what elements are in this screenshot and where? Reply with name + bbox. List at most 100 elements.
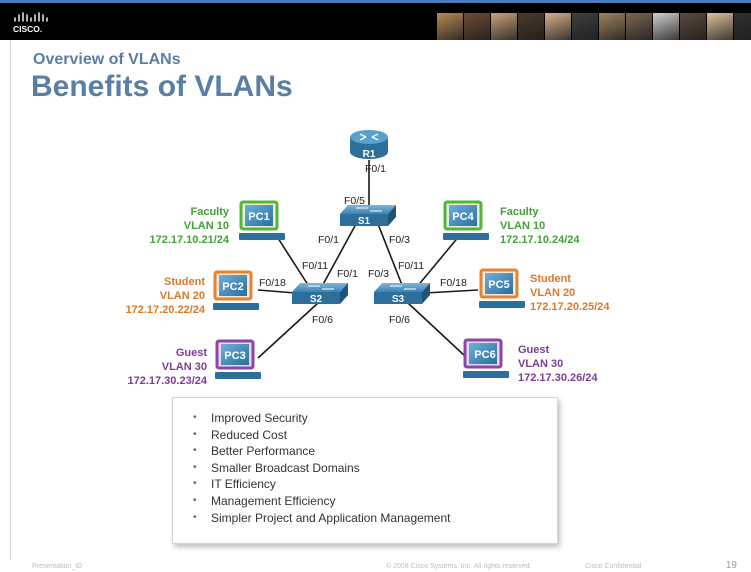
link-pc3-s2 xyxy=(257,302,319,359)
host-role: Student xyxy=(530,273,571,285)
host-ip: 172.17.30.23/24 xyxy=(127,375,207,387)
bullet-icon: • xyxy=(193,478,197,490)
header-photo xyxy=(626,13,652,40)
footer-confidential: Cisco Confidential xyxy=(585,563,642,570)
host-ip: 172.17.20.25/24 xyxy=(530,301,610,313)
benefit-item: •Reduced Cost xyxy=(193,427,557,444)
port-label-s2-up: F0/11 xyxy=(302,260,329,272)
benefit-item: • Smaller Broadcast Domains xyxy=(193,460,557,477)
port-label-s3-s1: F0/3 xyxy=(368,268,390,280)
host-ip: 172.17.30.26/24 xyxy=(518,372,598,384)
header-photo xyxy=(734,13,751,40)
host-ip: 172.17.10.21/24 xyxy=(149,234,229,246)
pc2[interactable]: PC2 xyxy=(213,270,259,310)
header-photo xyxy=(437,13,463,40)
router-label: R1 xyxy=(363,149,376,160)
host-role: Guest xyxy=(175,347,207,359)
switch-s3[interactable]: S3 xyxy=(374,283,430,305)
benefit-item: •Improved Security xyxy=(193,410,557,427)
benefit-text: Improved Security xyxy=(211,411,308,425)
link-pc4-s3 xyxy=(415,234,461,289)
benefit-text: Reduced Cost xyxy=(211,427,288,442)
link-pc6-s3 xyxy=(407,302,467,358)
bullet-icon: • xyxy=(193,461,197,473)
host-vlan: VLAN 10 xyxy=(183,220,229,232)
link-pc5-s3 xyxy=(424,289,479,294)
pc4-host-info: Faculty VLAN 10 172.17.10.24/24 xyxy=(500,205,580,247)
switch-label: S2 xyxy=(310,294,323,305)
port-label-s3-pc5: F0/18 xyxy=(440,277,467,289)
link-pc1-s2 xyxy=(275,234,311,289)
pc1-host-info: Faculty VLAN 10 172.17.10.21/24 xyxy=(149,205,229,247)
top-accent-line xyxy=(0,0,751,3)
pc-label: PC2 xyxy=(222,281,243,293)
benefit-item: •Simpler Project and Application Managem… xyxy=(193,510,557,527)
header-photo xyxy=(707,13,733,40)
header-photo xyxy=(545,13,571,40)
header-photo xyxy=(464,13,490,40)
router-r1[interactable]: R1 xyxy=(350,130,388,160)
host-vlan: VLAN 20 xyxy=(159,290,205,302)
pc-label: PC5 xyxy=(488,279,509,291)
benefit-item: • IT Efficiency xyxy=(193,476,557,493)
switch-arrows-icon xyxy=(356,207,382,212)
host-ip: 172.17.20.22/24 xyxy=(125,304,205,316)
port-label-s1-right: F0/3 xyxy=(389,234,411,246)
switch-s2[interactable]: S2 xyxy=(292,283,348,305)
header-photo xyxy=(518,13,544,40)
switch-s1[interactable]: S1 xyxy=(340,205,396,227)
pc2-host-info: Student VLAN 20 172.17.20.22/24 xyxy=(125,275,205,317)
header-photo xyxy=(653,13,679,40)
switch-arrows-icon xyxy=(308,285,334,290)
bullet-icon: • xyxy=(193,445,197,457)
header-photo xyxy=(680,13,706,40)
pc1[interactable]: PC1 xyxy=(239,200,285,240)
router-arrows-icon xyxy=(359,133,379,141)
pc5[interactable]: PC5 xyxy=(479,268,525,308)
benefit-text: IT Efficiency xyxy=(211,477,276,492)
benefits-box: •Improved Security •Reduced Cost •Better… xyxy=(172,397,558,544)
pc3-host-info: Guest VLAN 30 172.17.30.23/24 xyxy=(127,346,207,388)
pc-label: PC1 xyxy=(248,211,269,223)
pc5-host-info: Student VLAN 20 172.17.20.25/24 xyxy=(530,272,610,314)
host-vlan: VLAN 20 xyxy=(530,287,576,299)
host-role: Guest xyxy=(518,344,550,356)
pc-label: PC3 xyxy=(224,350,245,362)
benefit-text: Smaller Broadcast Domains xyxy=(211,460,360,475)
host-role: Faculty xyxy=(500,206,539,218)
port-label-s1-up: F0/5 xyxy=(344,195,366,207)
pc-label: PC6 xyxy=(474,349,495,361)
host-vlan: VLAN 30 xyxy=(518,358,564,370)
host-role: Student xyxy=(164,276,205,288)
port-label-s2-pc2: F0/18 xyxy=(259,277,286,289)
slide-subtitle: Overview of VLANs xyxy=(33,51,181,68)
footer-copyright: © 2008 Cisco Systems, Inc. All rights re… xyxy=(386,563,532,570)
switch-arrows-icon xyxy=(390,285,416,290)
header-photo xyxy=(599,13,625,40)
header-photo xyxy=(491,13,517,40)
pc3[interactable]: PC3 xyxy=(215,339,261,379)
link-s1-s2 xyxy=(319,223,357,291)
switch-label: S3 xyxy=(392,294,405,305)
port-label-r1: F0/1 xyxy=(365,163,387,175)
port-label-s3-up: F0/11 xyxy=(398,260,425,272)
port-label-s2-s1: F0/1 xyxy=(337,268,359,280)
benefit-item: • Better Performance xyxy=(193,443,557,460)
left-margin-rule xyxy=(10,40,11,560)
pc-label: PC4 xyxy=(452,211,474,223)
header-banner: CISCO. xyxy=(0,3,751,40)
benefit-text: Management Efficiency xyxy=(211,493,336,508)
host-ip: 172.17.10.24/24 xyxy=(500,234,580,246)
benefit-item: •Management Efficiency xyxy=(193,493,557,510)
pc6[interactable]: PC6 xyxy=(463,338,509,378)
host-vlan: VLAN 30 xyxy=(161,361,207,373)
pc6-host-info: Guest VLAN 30 172.17.30.26/24 xyxy=(518,343,598,385)
benefit-text: Better Performance xyxy=(211,444,316,459)
host-vlan: VLAN 10 xyxy=(500,220,546,232)
benefit-text: Simpler Project and Application Manageme… xyxy=(211,510,451,525)
pc4[interactable]: PC4 xyxy=(443,200,489,240)
footer-presentation-id: Presentation_ID xyxy=(32,563,83,570)
link-s1-s3 xyxy=(377,223,405,291)
port-label-s3-pc6: F0/6 xyxy=(389,314,411,326)
